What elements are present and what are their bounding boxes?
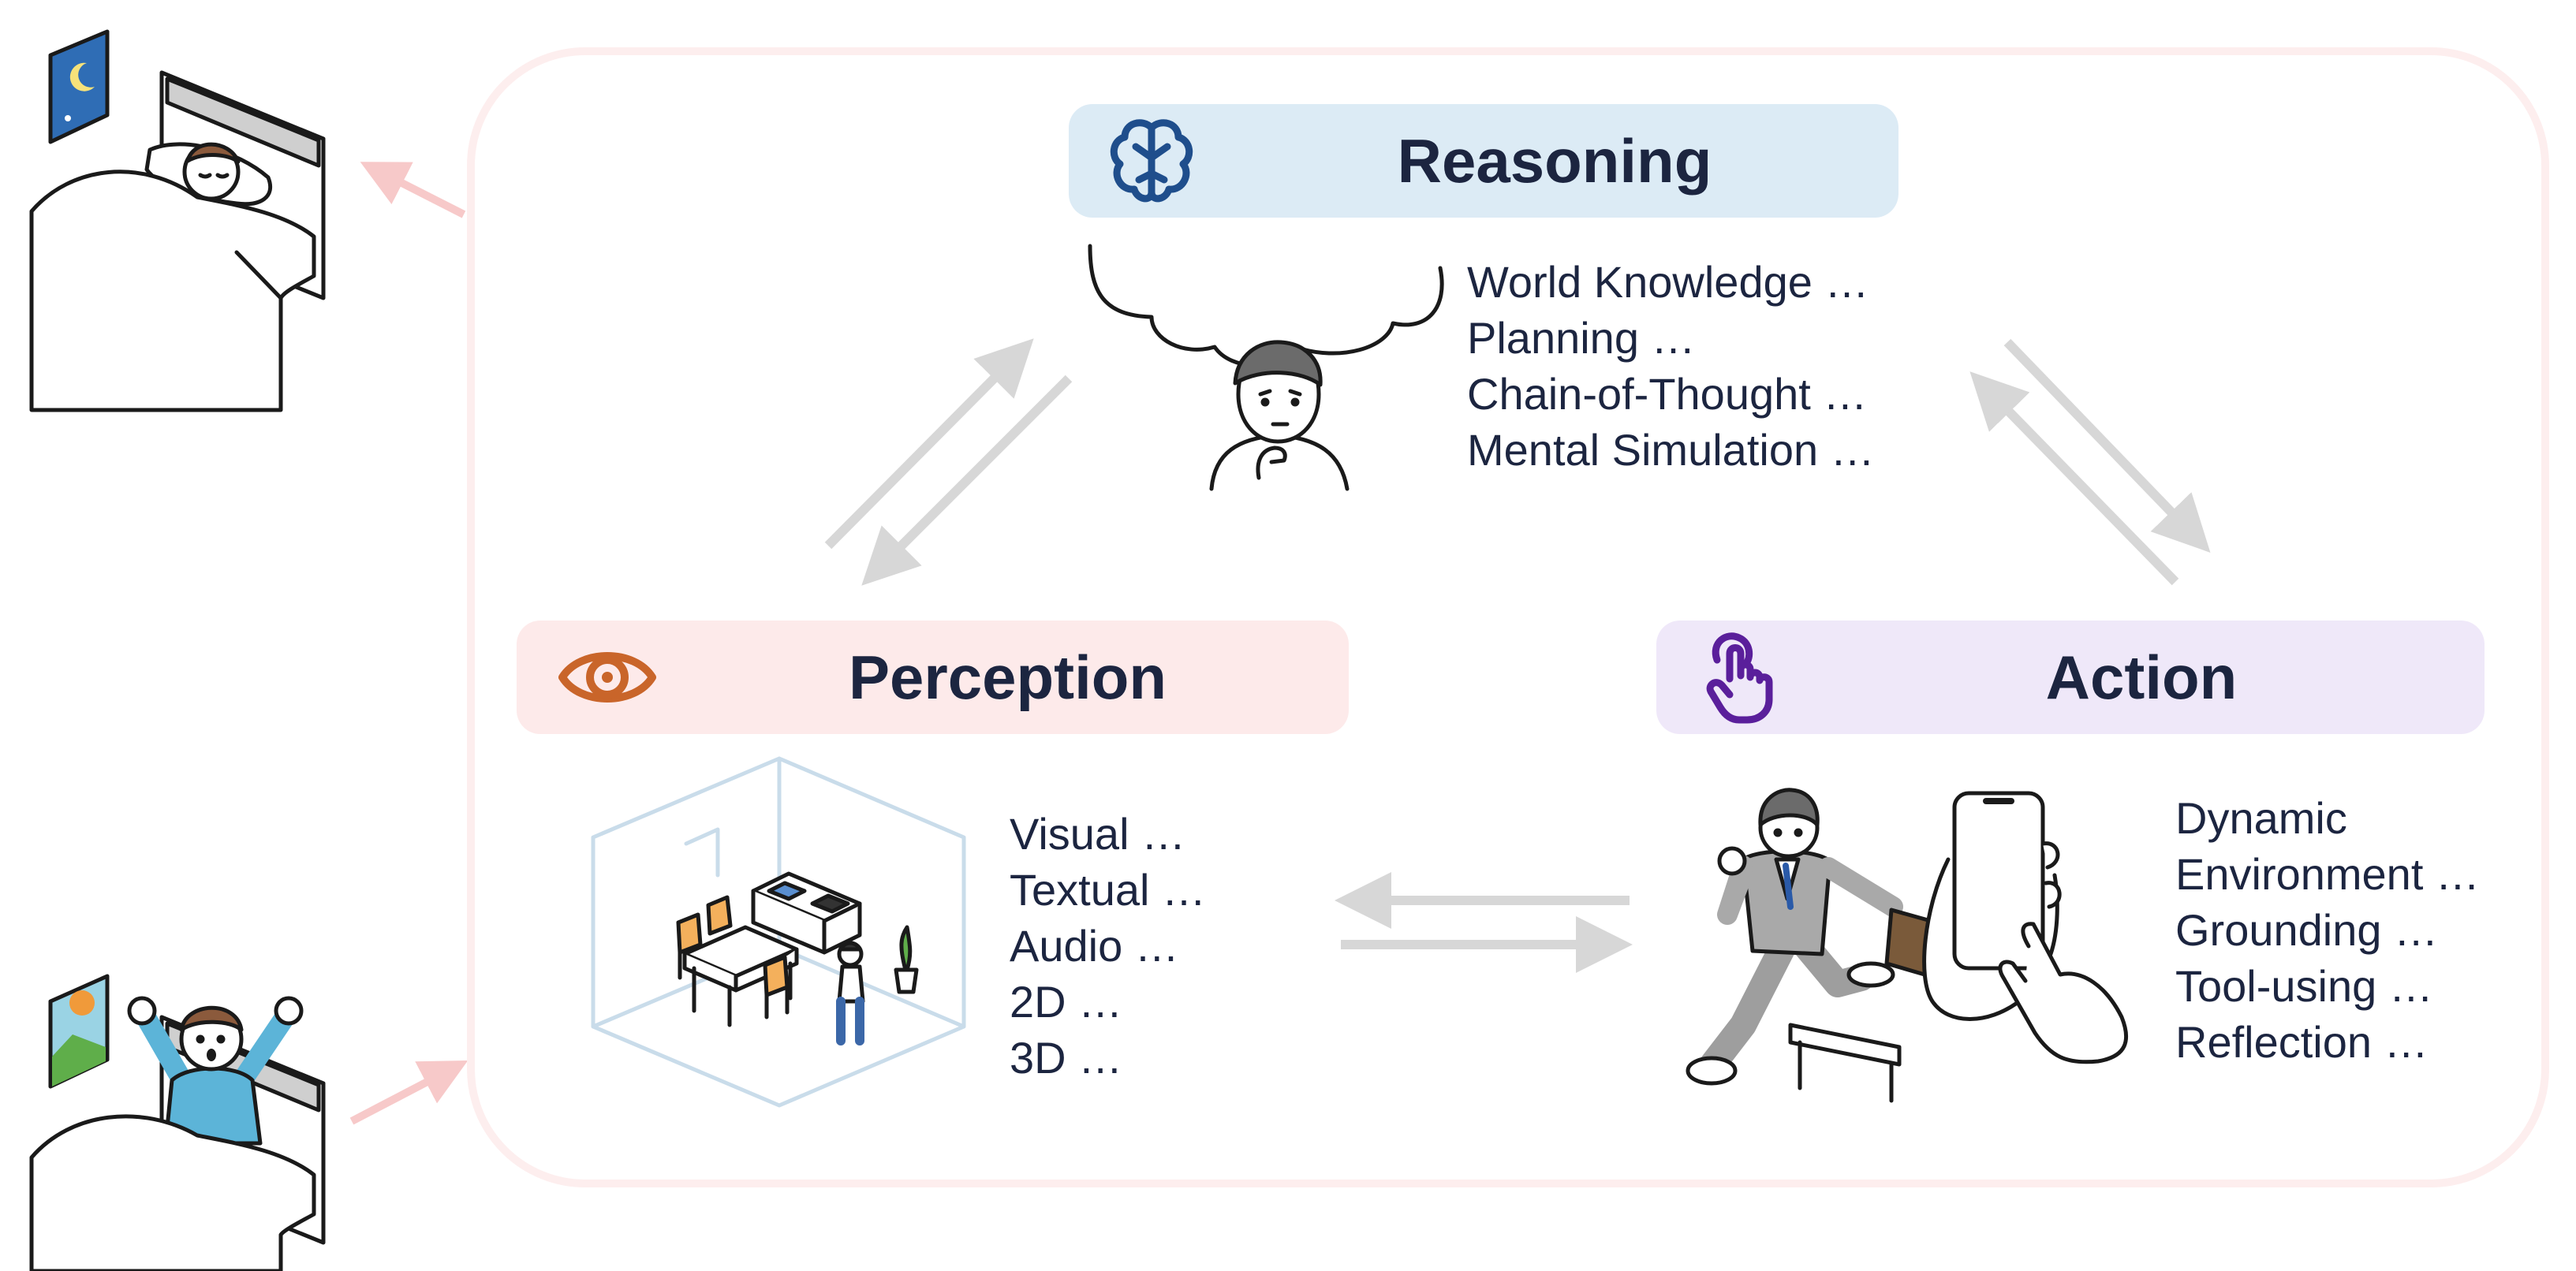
room-illustration — [591, 756, 966, 1108]
perception-item: 3D … — [1010, 1033, 1123, 1083]
hurdle — [1788, 1023, 1902, 1103]
thinker-hand — [1256, 445, 1287, 480]
arrow-from-wake — [349, 1060, 469, 1125]
arrow-reasoning-to-action — [2003, 338, 2211, 553]
action-title: Action — [2045, 642, 2238, 712]
brain-icon — [1092, 104, 1211, 218]
perception-header: Perception — [517, 621, 1349, 734]
smartphone-hand-illustration — [1922, 791, 2129, 1064]
perception-item: Visual … — [1010, 809, 1186, 859]
eye-icon — [548, 621, 666, 734]
action-items: Dynamic Environment … Grounding … Tool-u… — [2175, 790, 2480, 1070]
action-item: Reflection … — [2175, 1017, 2429, 1067]
action-item: Grounding … — [2175, 905, 2439, 955]
reasoning-item: World Knowledge … — [1467, 257, 1869, 307]
reasoning-item: Chain-of-Thought … — [1467, 369, 1868, 419]
arrow-to-sleep — [360, 162, 466, 218]
arrow-perception-to-reasoning — [824, 338, 1034, 550]
perception-title: Perception — [848, 642, 1167, 712]
action-item: Dynamic — [2175, 793, 2347, 843]
thinking-person-illustration — [1088, 244, 1444, 491]
reasoning-header: Reasoning — [1069, 104, 1898, 218]
stretching-arms — [136, 1008, 294, 1092]
chair — [676, 912, 703, 955]
perception-item: Audio … — [1010, 921, 1179, 971]
action-item: Tool-using … — [2175, 961, 2433, 1011]
perception-item: Textual … — [1010, 865, 1206, 915]
tapping-hand — [1998, 922, 2129, 1064]
blanket-morning — [29, 1114, 316, 1271]
waking-body — [163, 1066, 263, 1146]
blanket — [29, 170, 316, 412]
businessman-illustration — [1686, 788, 1933, 1103]
potted-plant — [894, 967, 919, 994]
sleeping-person-illustration — [29, 29, 326, 412]
waking-person-illustration — [29, 974, 326, 1271]
arrow-reasoning-to-perception — [861, 375, 1073, 586]
arrow-action-to-reasoning — [1969, 371, 2179, 586]
tap-finger-icon — [1680, 621, 1798, 734]
action-header: Action — [1656, 621, 2485, 734]
perception-items: Visual … Textual … Audio … 2D … 3D … — [1010, 806, 1206, 1086]
reasoning-item: Mental Simulation … — [1467, 425, 1875, 475]
reasoning-title: Reasoning — [1397, 125, 1712, 196]
perception-item: 2D … — [1010, 977, 1123, 1027]
action-item: Environment … — [2175, 849, 2480, 899]
reasoning-item: Planning … — [1467, 313, 1696, 363]
world-model-frame — [467, 47, 2549, 1187]
reasoning-items: World Knowledge … Planning … Chain-of-Th… — [1467, 254, 1875, 478]
